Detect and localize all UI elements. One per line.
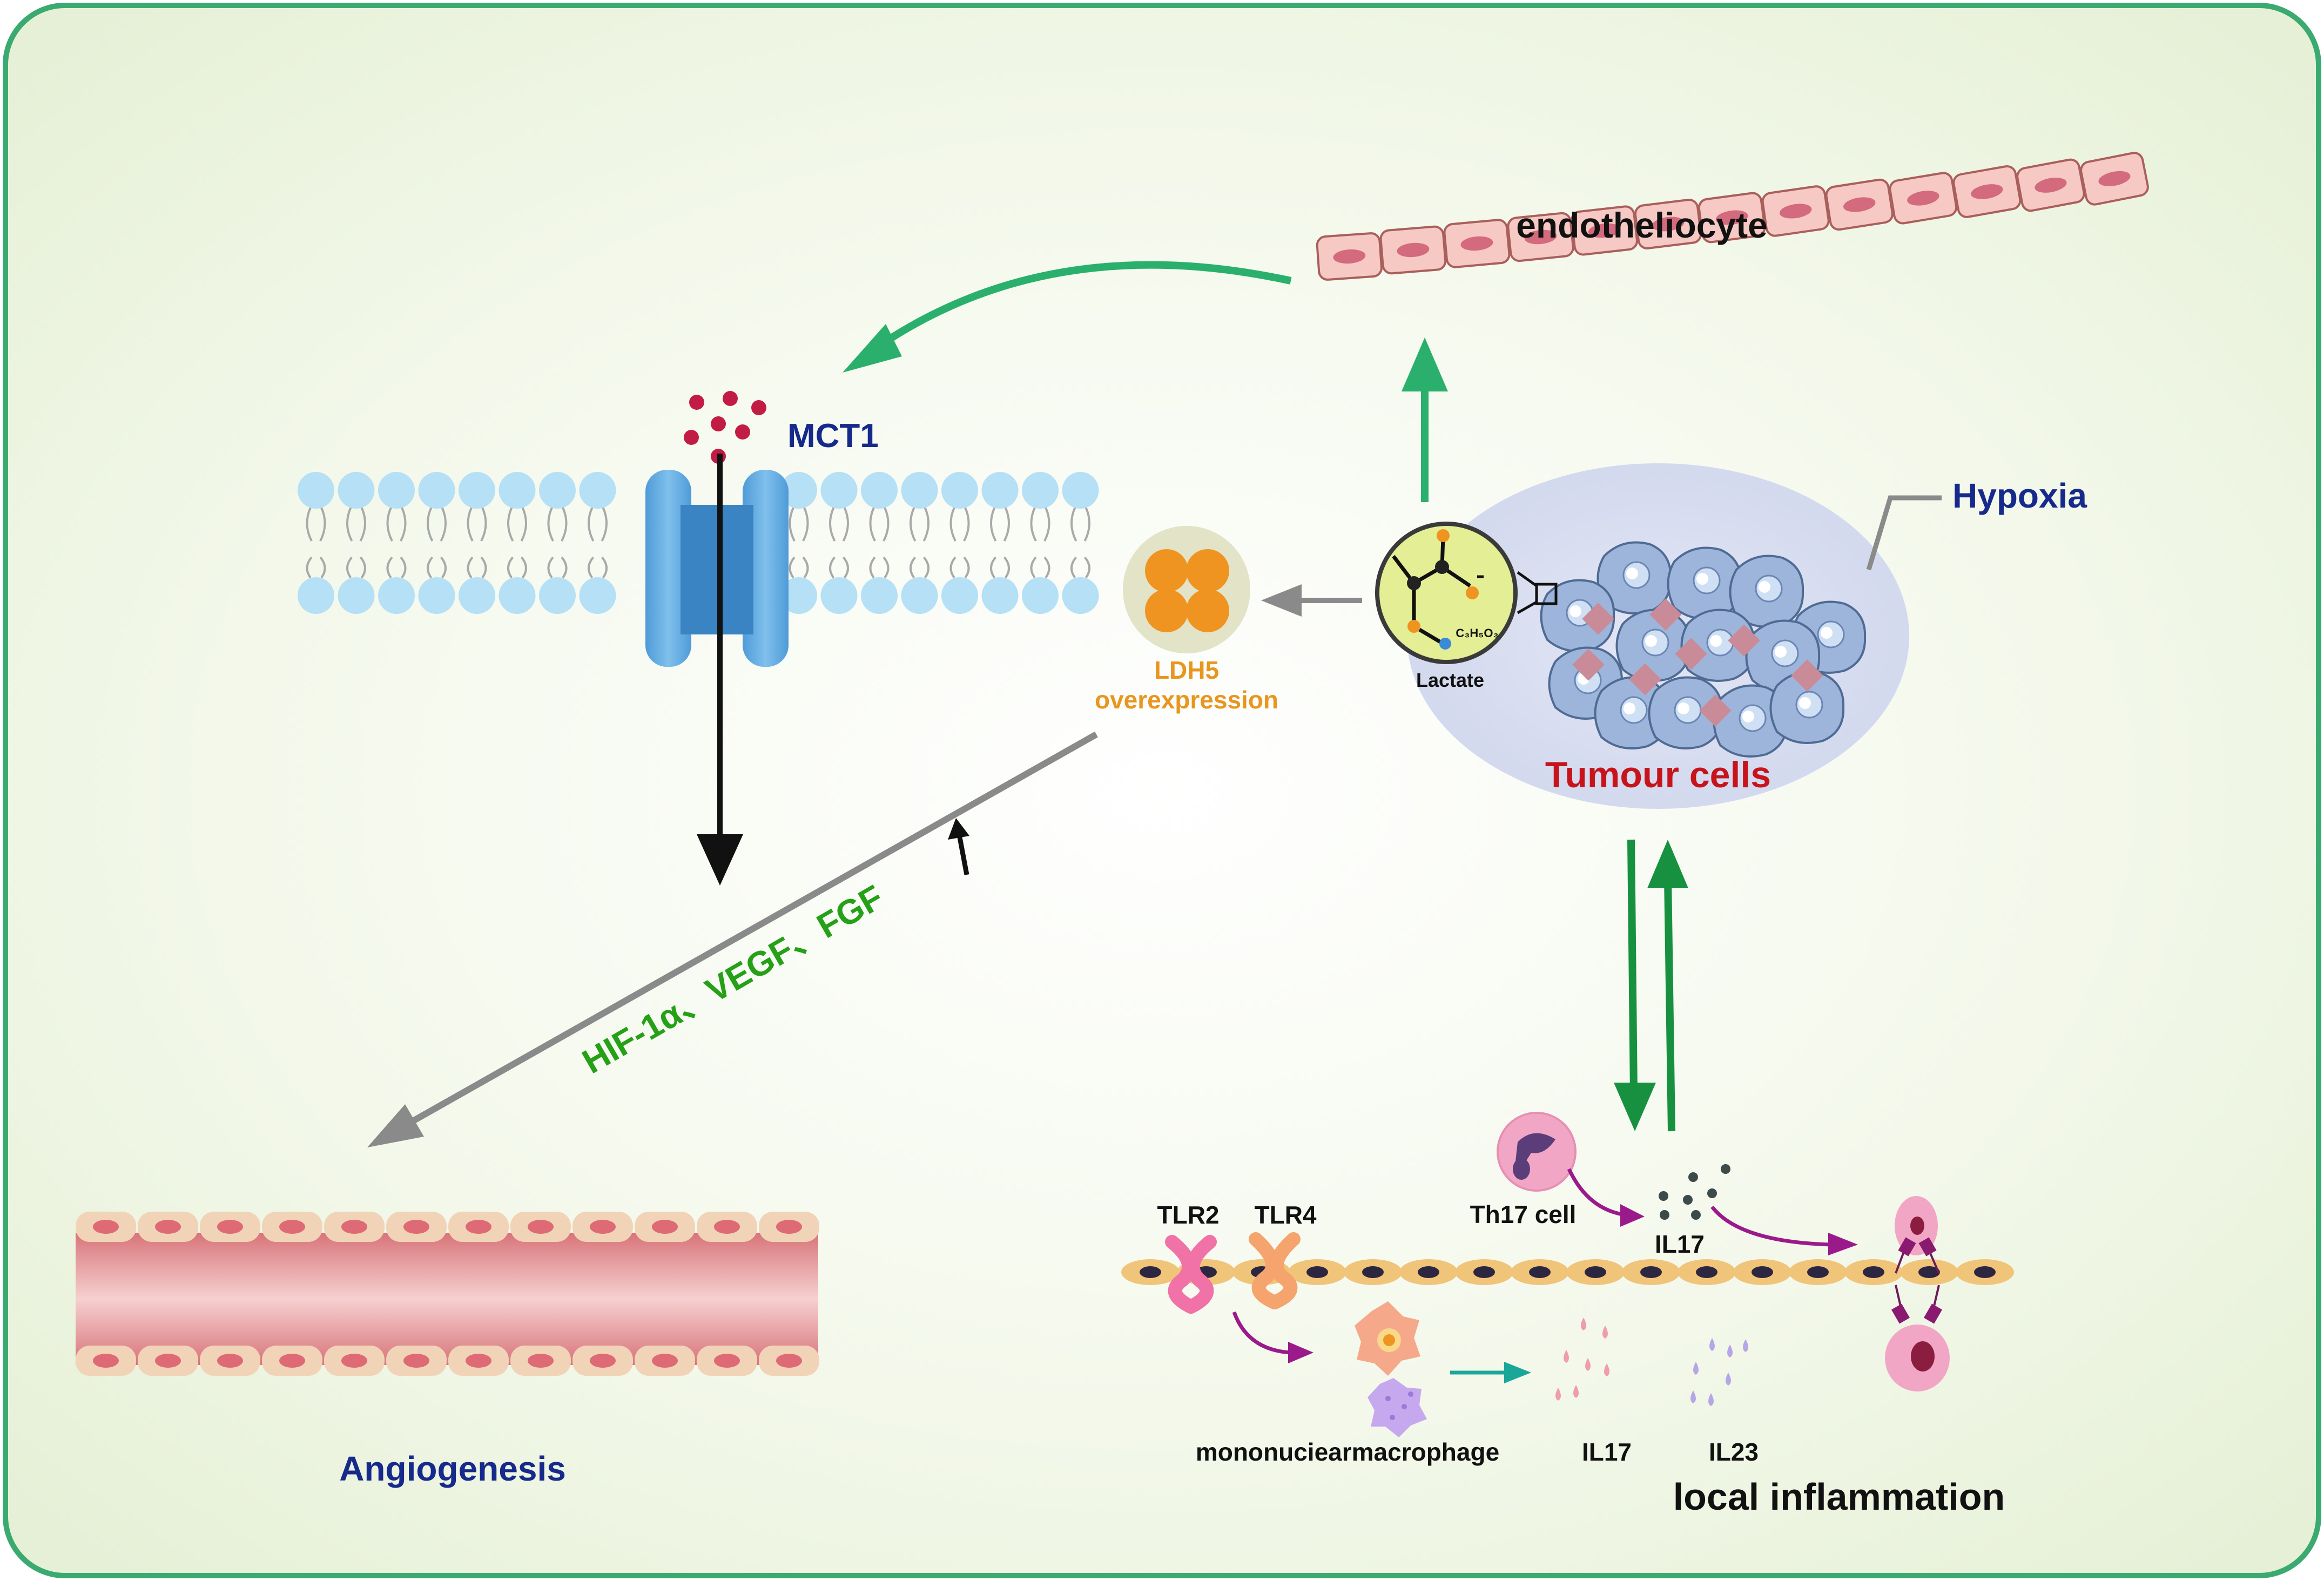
il17-top-label: IL17 xyxy=(1655,1230,1705,1258)
il23-droplets xyxy=(1690,1338,1748,1406)
endotheliocyte-layer xyxy=(1316,152,2149,281)
lactate-label: Lactate xyxy=(1416,669,1484,691)
macrophage-label: mononuciearmacrophage xyxy=(1196,1438,1499,1466)
cell-membrane xyxy=(298,472,1099,614)
il17-particles-top xyxy=(1659,1164,1730,1220)
tumour-to-endo-arrow xyxy=(1402,337,1448,502)
ldh5-label: LDH5 xyxy=(1154,656,1219,684)
mct1-down-arrow xyxy=(697,454,743,886)
hypoxia-pointer xyxy=(1866,495,1942,571)
tlr4-receptor xyxy=(1249,1232,1301,1309)
angiogenesis-label: Angiogenesis xyxy=(339,1449,566,1488)
il23-label: IL23 xyxy=(1709,1438,1759,1466)
mct1-transporter xyxy=(645,470,789,667)
endo-to-mct1-arrow xyxy=(843,261,1292,373)
mct1-label: MCT1 xyxy=(787,417,879,455)
th17-cell-icon xyxy=(1497,1112,1577,1192)
hypoxia-label: Hypoxia xyxy=(1952,476,2087,515)
th17-to-il17-arrow xyxy=(1567,1168,1645,1227)
local-inflammation-label: local inflammation xyxy=(1673,1476,2005,1518)
th17-label: Th17 cell xyxy=(1470,1200,1577,1228)
tlr2-label: TLR2 xyxy=(1157,1201,1220,1229)
ldh5-to-angiogenesis-arrow xyxy=(367,731,1098,1147)
macrophage-icon xyxy=(1355,1301,1427,1437)
neutrophil-pair-icon xyxy=(1885,1196,1950,1391)
tlr4-label: TLR4 xyxy=(1255,1201,1317,1229)
il17-droplets xyxy=(1555,1317,1609,1401)
upregulation-arrow xyxy=(948,818,969,875)
tumour-cells-label: Tumour cells xyxy=(1545,754,1771,795)
frame xyxy=(3,3,2321,1578)
blood-vessel xyxy=(76,1212,819,1376)
tlr2-receptor xyxy=(1165,1235,1217,1314)
macrophage-to-cytokines-arrow xyxy=(1450,1362,1531,1383)
ldh5-overexpression-label: overexpression xyxy=(1095,686,1278,714)
il17-to-neutrophil-arrow xyxy=(1710,1205,1858,1255)
endotheliocyte-label: endotheliocyte xyxy=(1516,205,1768,245)
il17-bottom-label: IL17 xyxy=(1582,1438,1632,1466)
lactate-to-ldh5-arrow xyxy=(1261,584,1362,617)
tumour-cells-cluster xyxy=(1540,541,1867,758)
tumour-to-inflammation-arrow xyxy=(1614,839,1656,1131)
lactate-molecule-icon xyxy=(1375,522,1558,664)
inflammation-to-tumour-arrow xyxy=(1647,840,1688,1132)
lactate-formula-label: C₃H₅O₃ xyxy=(1456,626,1498,640)
ldh5-icon xyxy=(1123,526,1250,653)
tlr-to-macrophage-arrow xyxy=(1232,1311,1313,1363)
